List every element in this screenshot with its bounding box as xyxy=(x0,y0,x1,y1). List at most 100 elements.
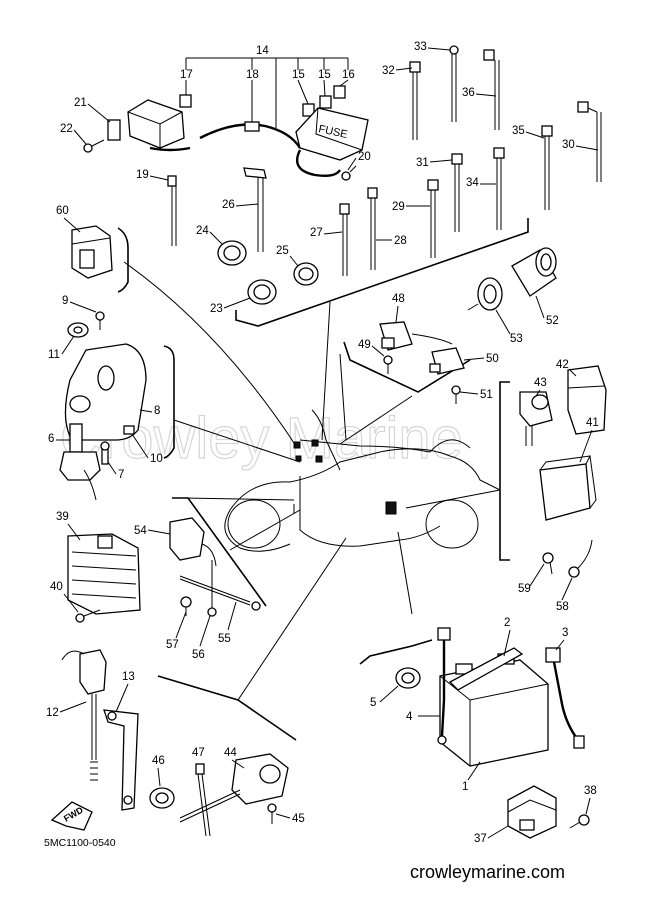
nut-10 xyxy=(123,425,135,435)
bracket-8-frame xyxy=(163,345,175,459)
callout-37: 37 xyxy=(474,833,487,845)
callout-60: 60 xyxy=(56,205,69,217)
callout-46: 46 xyxy=(152,755,165,767)
callout-49: 49 xyxy=(358,339,371,351)
socket-52 xyxy=(511,247,557,297)
screw-20 xyxy=(341,165,357,181)
relay-37 xyxy=(507,785,557,839)
callout-40: 40 xyxy=(50,581,63,593)
screw-49 xyxy=(383,355,393,374)
callout-32: 32 xyxy=(382,65,395,77)
diagram-code: 5MC1100-0540 xyxy=(44,837,116,849)
ground-lead-58 xyxy=(568,539,593,578)
switch-50 xyxy=(429,347,465,375)
battery-group-bracket xyxy=(359,639,433,665)
callout-43: 43 xyxy=(534,377,547,389)
cable-tie-30 xyxy=(577,101,602,182)
rectifier-39 xyxy=(67,533,141,615)
fuse-16 xyxy=(333,79,349,99)
flasher-43 xyxy=(519,391,553,446)
fuse-box-label: FUSE xyxy=(317,123,348,141)
cable-tie-31 xyxy=(451,153,463,232)
callout-58: 58 xyxy=(556,601,569,613)
callout-34: 34 xyxy=(466,177,479,189)
callout-24: 24 xyxy=(196,225,209,237)
callout-30: 30 xyxy=(562,139,575,151)
callout-29: 29 xyxy=(392,201,405,213)
screw-51 xyxy=(451,385,461,404)
callout-54: 54 xyxy=(134,525,147,537)
callout-31: 31 xyxy=(416,157,429,169)
fuse-15b xyxy=(319,79,332,109)
relay-41 xyxy=(539,455,597,521)
callout-45: 45 xyxy=(292,813,305,825)
callout-10: 10 xyxy=(150,453,163,465)
relay-21 xyxy=(107,99,191,152)
callout-51: 51 xyxy=(480,389,493,401)
lead-56 xyxy=(207,560,217,617)
callout-21: 21 xyxy=(74,97,87,109)
forward-arrow: FWD xyxy=(50,801,93,831)
relay-60 xyxy=(71,225,113,279)
cable-tie-32 xyxy=(409,61,421,140)
callout-52: 52 xyxy=(546,315,559,327)
clamp-25 xyxy=(293,262,319,286)
clamp-23 xyxy=(247,279,277,305)
callout-15a: 15 xyxy=(292,69,305,81)
callout-47: 47 xyxy=(192,747,205,759)
callout-42: 42 xyxy=(556,359,569,371)
relay-42 xyxy=(567,365,607,435)
callout-2: 2 xyxy=(504,617,510,629)
sensor-54-bracket xyxy=(172,497,267,607)
relay-60-bracket xyxy=(117,227,129,293)
cable-tie-28 xyxy=(367,187,378,270)
callout-48: 48 xyxy=(392,293,405,305)
callout-35: 35 xyxy=(512,125,525,137)
battery-band-2 xyxy=(448,647,524,691)
cable-tie-36 xyxy=(483,49,500,130)
callout-50: 50 xyxy=(486,353,499,365)
callout-59: 59 xyxy=(518,583,531,595)
callout-38: 38 xyxy=(584,785,597,797)
switch-group-bracket xyxy=(343,341,471,393)
cable-tie-34 xyxy=(493,147,505,230)
callout-41: 41 xyxy=(586,417,599,429)
callout-44: 44 xyxy=(224,747,237,759)
clamp-46 xyxy=(149,787,175,809)
cable-tie-35 xyxy=(541,125,553,210)
clamp-24 xyxy=(217,240,247,266)
ties-group-bracket xyxy=(235,218,529,327)
callout-19: 19 xyxy=(136,169,149,181)
callout-7: 7 xyxy=(118,469,124,481)
screw-7 xyxy=(100,441,110,465)
callout-9: 9 xyxy=(62,295,68,307)
callout-56: 56 xyxy=(192,649,205,661)
callout-8: 8 xyxy=(154,405,160,417)
callout-17: 17 xyxy=(180,69,193,81)
callout-15b: 15 xyxy=(318,69,331,81)
switch-12 xyxy=(61,649,107,781)
callout-4: 4 xyxy=(406,711,413,723)
cable-tie-26 xyxy=(243,167,267,252)
battery-1 xyxy=(439,653,549,767)
cable-tie-29 xyxy=(427,179,439,258)
fuse-box: FUSE xyxy=(295,107,369,178)
socket-ring-53 xyxy=(467,277,503,311)
cable-tie-33 xyxy=(449,45,459,122)
callout-20: 20 xyxy=(358,151,371,163)
grommet-11 xyxy=(67,322,89,338)
callout-18: 18 xyxy=(246,69,259,81)
screw-45 xyxy=(267,803,277,824)
cable-tie-19 xyxy=(167,175,177,246)
callout-55: 55 xyxy=(218,633,231,645)
footer-site: crowleymarine.com xyxy=(410,862,565,882)
callout-16: 16 xyxy=(342,69,355,81)
relay-group-bracket xyxy=(499,381,510,561)
motorcycle-outline xyxy=(224,409,501,552)
callout-27: 27 xyxy=(310,227,323,239)
cable-tie-27 xyxy=(339,203,350,276)
clamp-5 xyxy=(395,667,421,689)
bolt-22 xyxy=(83,139,105,153)
bracket-8 xyxy=(64,343,147,441)
